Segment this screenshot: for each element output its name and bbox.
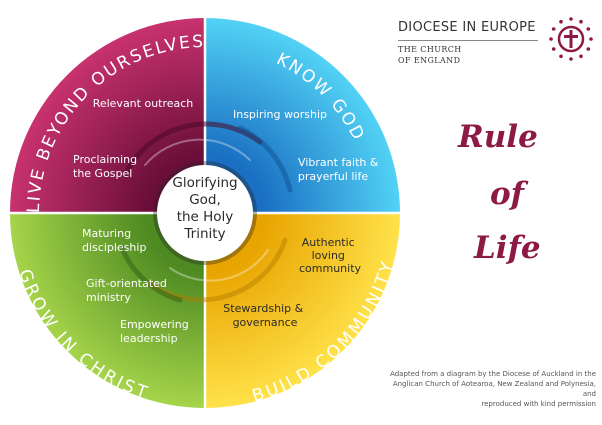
item-stewardship-governance: Stewardship & governance bbox=[223, 302, 306, 329]
center-line-1: Glorifying bbox=[172, 175, 237, 191]
quadrant-build-community bbox=[205, 213, 400, 408]
quadrant-grow-in-christ bbox=[10, 213, 205, 408]
heading-life: Life bbox=[474, 230, 541, 266]
quadrant-live-beyond-ourselves bbox=[10, 18, 205, 213]
center-line-2: God, bbox=[189, 192, 221, 208]
heading-rule: Rule bbox=[458, 119, 538, 155]
logo-title: DIOCESE IN EUROPE bbox=[398, 20, 536, 35]
quadrant-know-god bbox=[205, 18, 400, 213]
swirl-rings bbox=[119, 121, 293, 303]
diocese-logo: DIOCESE IN EUROPE THE CHURCH OF ENGLAND bbox=[398, 17, 598, 70]
item-inspiring-worship: Inspiring worship bbox=[233, 108, 327, 121]
logo-divider bbox=[398, 40, 538, 41]
credit-line-1: Adapted from a diagram by the Diocese of… bbox=[390, 370, 596, 378]
cross-circle-stars-icon bbox=[549, 17, 593, 61]
logo-subtitle-2: OF ENGLAND bbox=[398, 56, 461, 65]
item-vibrant-faith: Vibrant faith & prayerful life bbox=[298, 156, 382, 183]
logo-subtitle-1: THE CHURCH bbox=[398, 45, 462, 54]
heading-of: of bbox=[490, 176, 525, 212]
center-line-4: Trinity bbox=[183, 226, 225, 242]
item-empowering-leadership: Empowering leadership bbox=[120, 318, 192, 345]
item-relevant-outreach: Relevant outreach bbox=[93, 97, 194, 110]
center-circle bbox=[157, 165, 253, 261]
center-line-3: the Holy bbox=[177, 209, 234, 225]
credit-line-3: reproduced with kind permission bbox=[481, 400, 596, 408]
credit-note: Adapted from a diagram by the Diocese of… bbox=[382, 369, 596, 409]
item-gift-orientated-ministry: Gift-orientated ministry bbox=[86, 277, 170, 304]
credit-line-2: Anglican Church of Aotearoa, New Zealand… bbox=[392, 380, 596, 398]
item-maturing-discipleship: Maturing discipleship bbox=[82, 227, 146, 254]
item-authentic-loving-community: Authentic loving community bbox=[299, 236, 362, 275]
item-proclaiming-the-gospel: Proclaiming the Gospel bbox=[73, 153, 141, 180]
